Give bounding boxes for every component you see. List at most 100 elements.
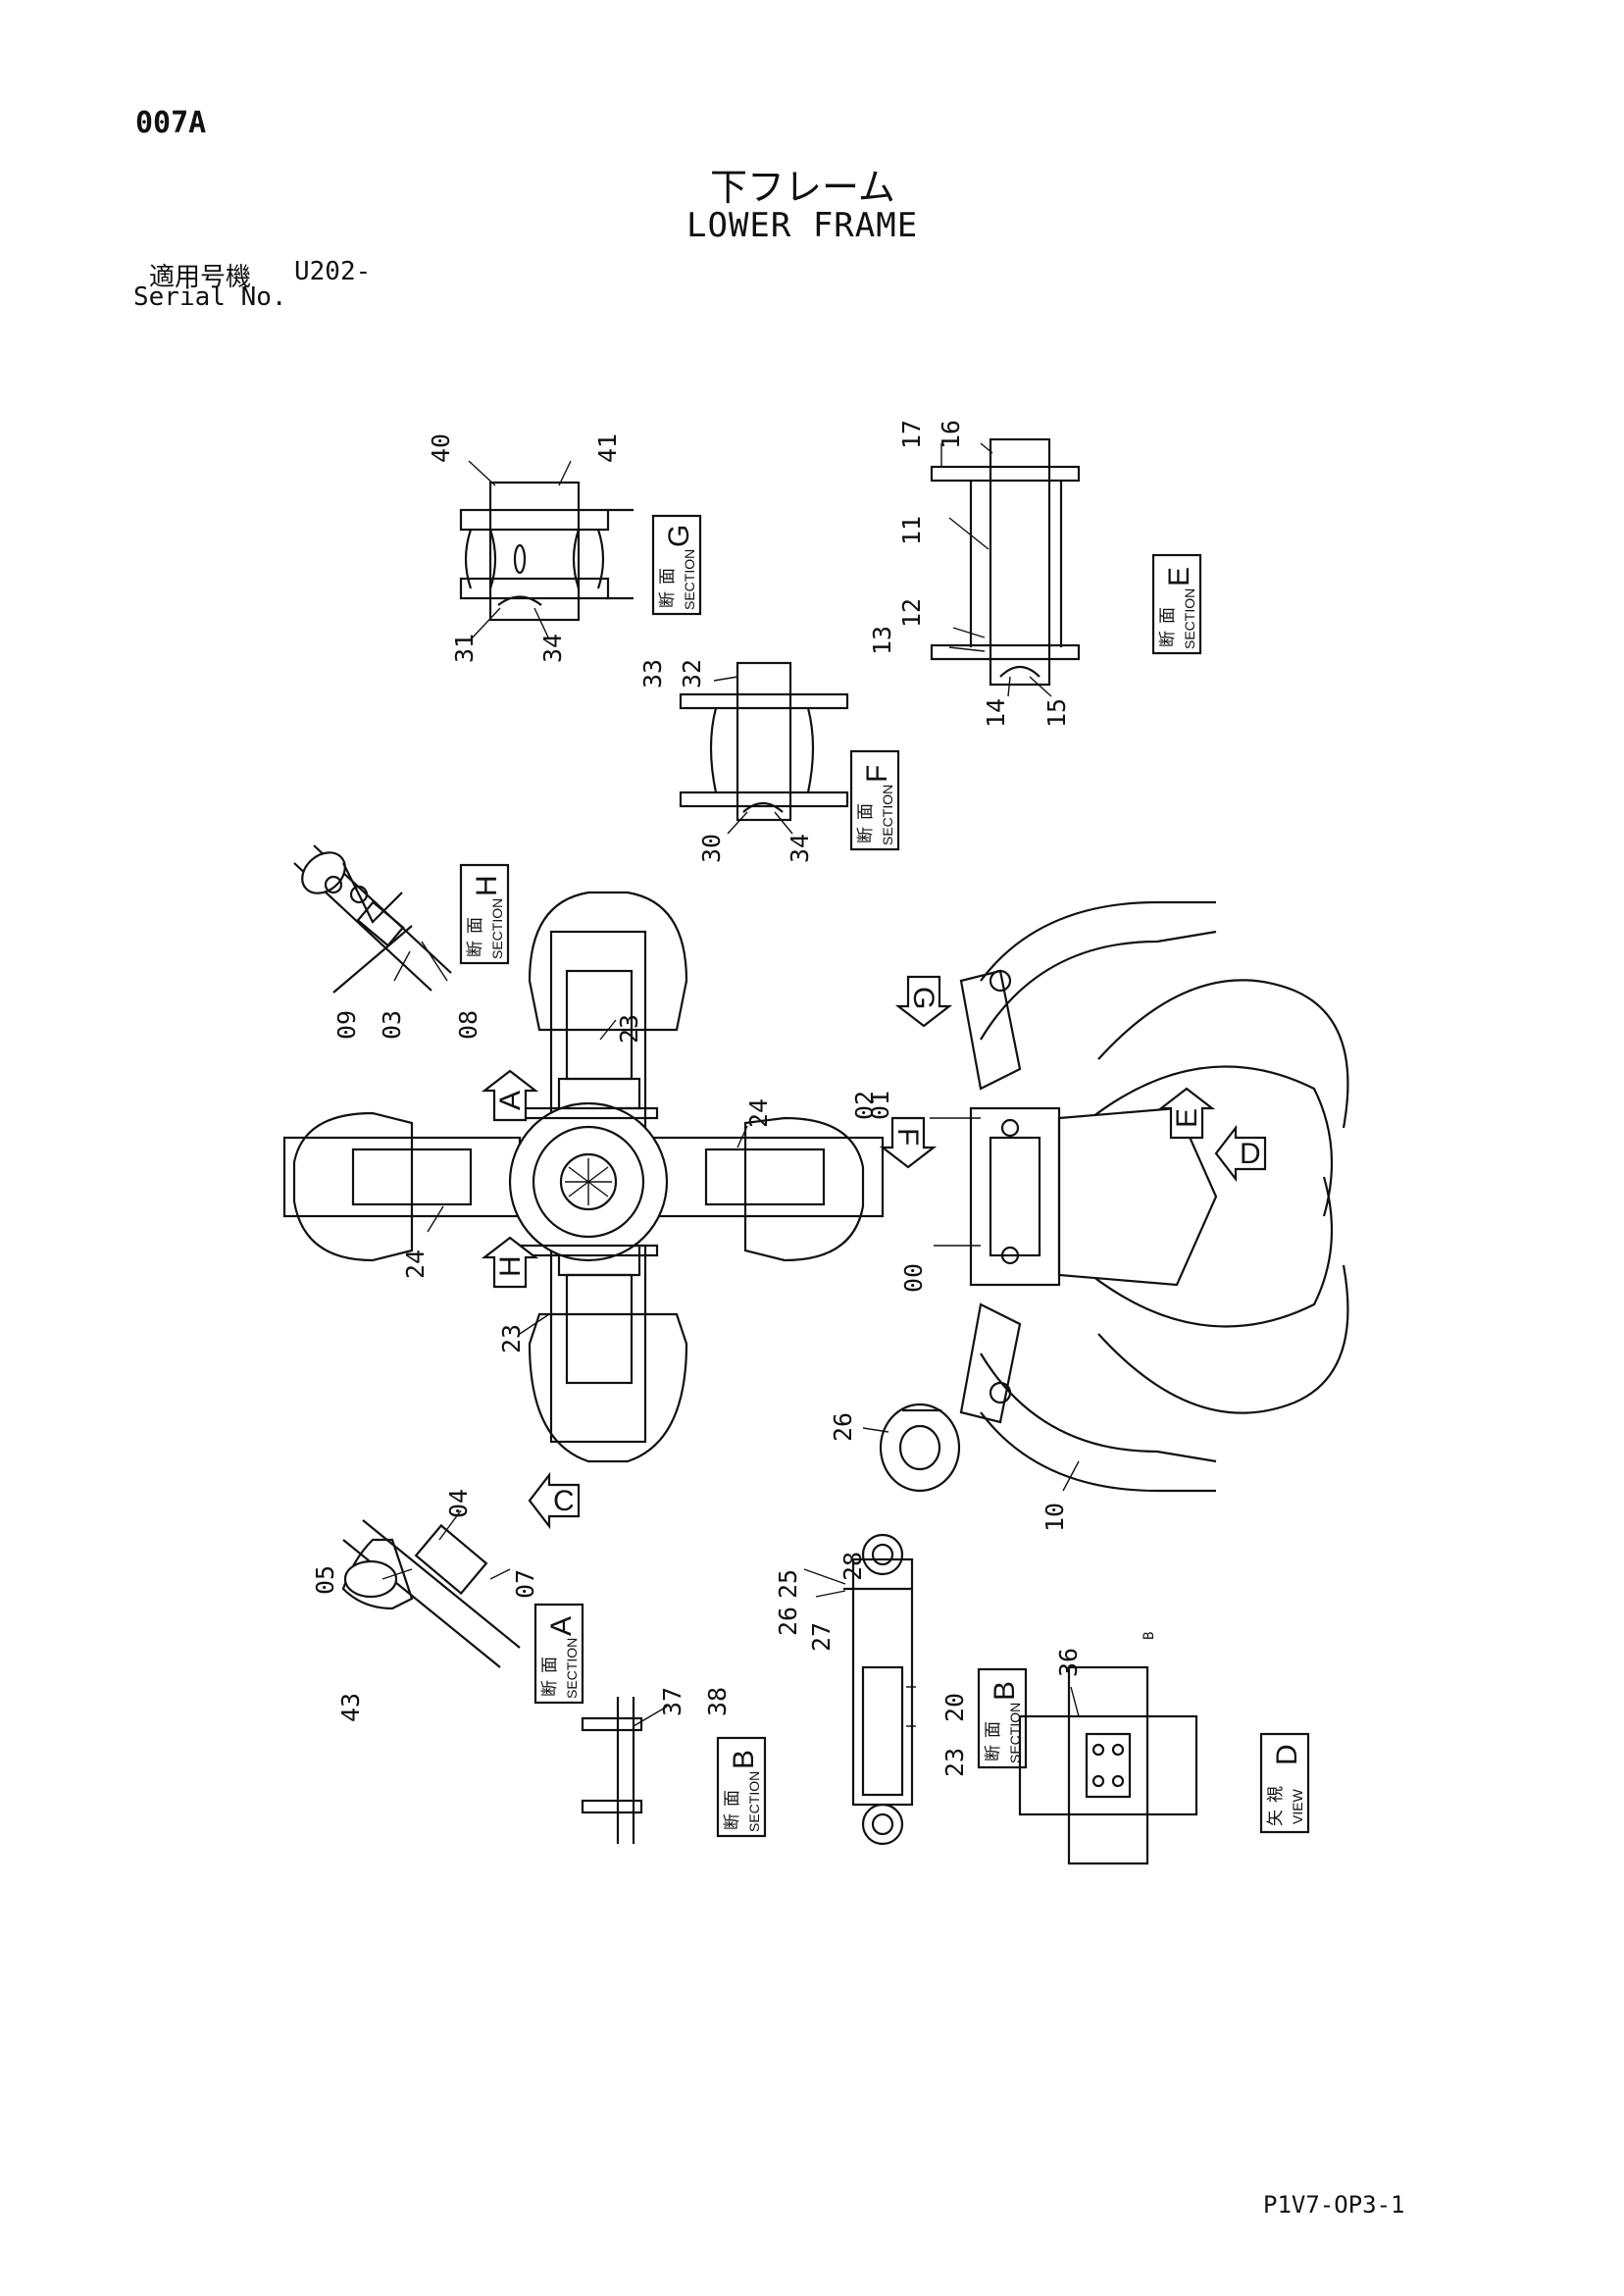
section-g-view [459, 460, 634, 640]
view-arrow-d-letter: D [1240, 1138, 1261, 1170]
view-arrow-c-letter: C [553, 1485, 575, 1517]
view-d-kanji-2: 視 [1266, 1786, 1286, 1803]
section-g-letter: G [663, 525, 695, 547]
section-b2-kanji-2: 面 [984, 1721, 1003, 1738]
section-b1-letter: B [728, 1750, 760, 1769]
section-f-en: SECTION [880, 785, 895, 845]
grapple-assembly [930, 900, 1349, 1493]
callout-26-cyl: 26 [774, 1607, 802, 1636]
section-label-h: 断 面 SECTION H [459, 863, 510, 965]
callout-24-left: 24 [401, 1250, 430, 1279]
callout-16: 16 [937, 420, 965, 449]
callout-07: 07 [511, 1569, 539, 1599]
callout-15: 15 [1042, 698, 1071, 728]
view-arrow-e-letter: E [1171, 1108, 1203, 1128]
callout-31: 31 [450, 634, 479, 663]
section-h-kanji-1: 断 [466, 941, 485, 957]
callout-23-top: 23 [615, 1014, 643, 1044]
lower-frame-main [282, 891, 885, 1463]
section-a-letter: A [545, 1616, 578, 1636]
section-f-kanji-1: 断 [856, 827, 876, 843]
callout-b: B [1142, 1632, 1157, 1640]
title-japanese: 下フレーム [710, 166, 895, 209]
view-arrow-h-letter: H [494, 1255, 527, 1277]
callout-01: 01 [866, 1091, 894, 1120]
section-a-en: SECTION [564, 1638, 580, 1699]
view-arrow-g: G [894, 975, 953, 1028]
view-arrow-h: H [481, 1236, 539, 1289]
view-d-detail [1018, 1665, 1198, 1865]
callout-02: 02 [850, 1091, 879, 1120]
flange-part [862, 1403, 961, 1493]
callout-40: 40 [427, 434, 455, 463]
serial-label-japanese: 適用号機 [149, 263, 252, 292]
section-a-detail [341, 1509, 521, 1668]
drawing-code: P1V7-OP3-1 [1263, 2191, 1405, 2219]
page-code: 007A [135, 106, 207, 140]
callout-14: 14 [982, 698, 1010, 728]
callout-23-bottom: 23 [497, 1324, 526, 1353]
section-label-b-left: 断 面 SECTION B [716, 1736, 767, 1838]
section-b2-letter: B [989, 1681, 1021, 1701]
callout-11: 11 [897, 516, 926, 545]
callout-30: 30 [697, 834, 726, 863]
section-h-kanji-2: 面 [466, 917, 485, 934]
serial-label-english: Serial No. [133, 282, 287, 312]
view-arrow-a: A [481, 1069, 539, 1122]
section-label-a: 断 面 SECTION A [533, 1603, 584, 1705]
section-e-kanji-1: 断 [1158, 631, 1178, 647]
callout-08: 08 [454, 1010, 482, 1040]
view-arrow-g-letter: G [907, 987, 939, 1009]
view-arrow-f-letter: F [891, 1128, 924, 1146]
hydraulic-cylinder [803, 1533, 916, 1846]
section-b2-kanji-1: 断 [984, 1745, 1003, 1761]
section-b1-kanji-2: 面 [723, 1790, 742, 1807]
section-h-en: SECTION [489, 898, 505, 959]
callout-10: 10 [1040, 1503, 1069, 1532]
section-b1-en: SECTION [746, 1771, 762, 1832]
serial-value: U202- [294, 257, 372, 286]
callout-00: 00 [899, 1263, 928, 1293]
callout-27: 27 [807, 1622, 836, 1652]
view-d-letter: D [1271, 1744, 1303, 1765]
callout-20: 20 [940, 1693, 969, 1722]
callout-23-cyl: 23 [940, 1748, 969, 1777]
callout-05: 05 [311, 1565, 339, 1595]
callout-03: 03 [378, 1010, 406, 1040]
section-e-view [930, 437, 1081, 697]
view-d-en: VIEW [1290, 1788, 1305, 1824]
callout-34-f: 34 [786, 834, 814, 863]
callout-26-flange: 26 [829, 1412, 857, 1442]
callout-37: 37 [658, 1687, 686, 1716]
section-a-kanji-1: 断 [540, 1680, 560, 1697]
view-arrow-e: E [1157, 1087, 1216, 1140]
callout-12: 12 [897, 598, 926, 628]
callout-17: 17 [897, 420, 926, 449]
callout-13: 13 [868, 626, 896, 655]
section-g-kanji-1: 断 [658, 591, 678, 608]
callout-43: 43 [336, 1693, 365, 1722]
callout-34-g: 34 [538, 634, 567, 663]
section-f-view [679, 661, 849, 835]
callout-25: 25 [774, 1569, 802, 1599]
section-e-kanji-2: 面 [1158, 607, 1178, 624]
section-e-en: SECTION [1182, 588, 1197, 649]
callout-41: 41 [593, 434, 622, 463]
view-label-d: 矢 視 VIEW D [1259, 1732, 1310, 1834]
view-arrow-f: F [879, 1116, 938, 1169]
section-b2-en: SECTION [1007, 1703, 1023, 1763]
callout-38: 38 [703, 1687, 732, 1716]
section-a-kanji-2: 面 [540, 1657, 560, 1673]
section-h-detail [293, 844, 452, 994]
section-e-letter: E [1163, 567, 1195, 587]
callout-28: 28 [838, 1552, 867, 1581]
section-label-g: 断 面 SECTION G [651, 514, 702, 616]
section-b-detail [581, 1697, 668, 1844]
section-g-kanji-2: 面 [658, 568, 678, 585]
section-g-en: SECTION [682, 549, 697, 610]
callout-04: 04 [444, 1489, 473, 1518]
callout-33: 33 [638, 659, 667, 689]
callout-24-right: 24 [744, 1098, 773, 1128]
callout-09: 09 [332, 1010, 361, 1040]
